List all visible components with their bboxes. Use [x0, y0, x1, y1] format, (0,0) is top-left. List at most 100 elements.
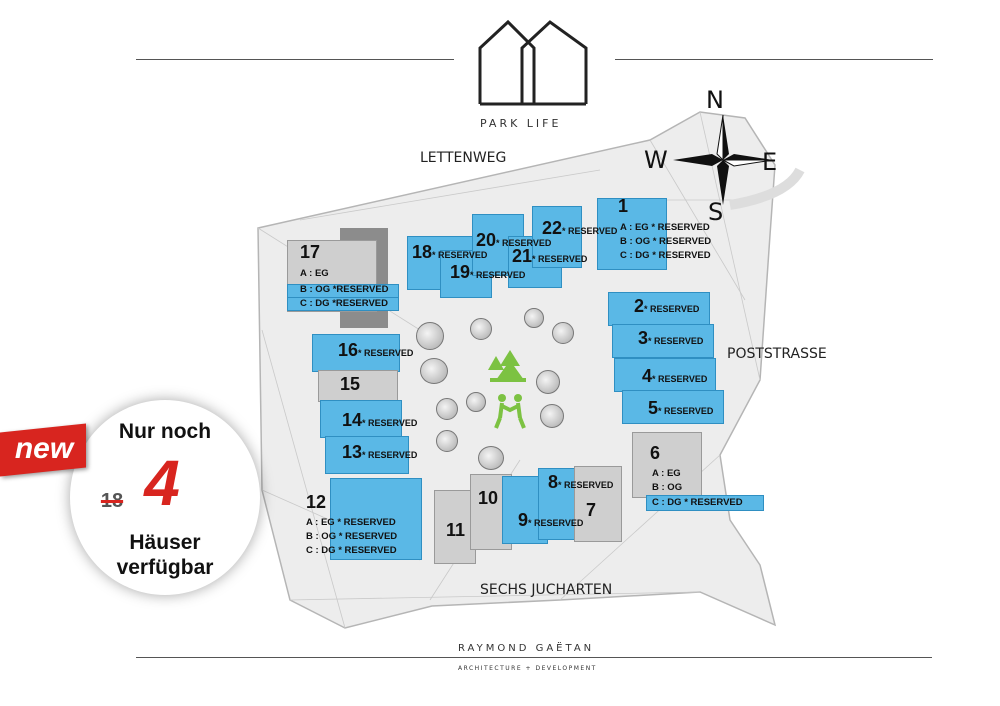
badge-line-2: Häuser	[129, 531, 201, 554]
house-4-status: * RESERVED	[652, 374, 708, 384]
house-18-status: * RESERVED	[432, 250, 488, 260]
compass-north: N	[706, 86, 724, 114]
house-2-number: 2* RESERVED	[634, 296, 699, 317]
house-9-number-text: 9	[518, 510, 529, 530]
house-6-unit-c: C : DG * RESERVED	[652, 497, 743, 508]
house-2-number-text: 2	[634, 296, 645, 316]
tree	[524, 308, 544, 328]
house-3-number-text: 3	[638, 328, 649, 348]
tree	[470, 318, 492, 340]
house-13-number: 13* RESERVED	[342, 442, 417, 463]
header-rule-right	[615, 59, 933, 60]
house-11-block	[434, 490, 476, 564]
house-21-status: * RESERVED	[532, 254, 588, 264]
house-6-unit-a: A : EG	[652, 468, 681, 479]
house-12-block	[330, 478, 422, 560]
house-9-status: * RESERVED	[528, 518, 584, 528]
house-20-number-text: 20	[476, 230, 497, 250]
house-12-unit-c: C : DG * RESERVED	[306, 545, 397, 556]
house-4-number-text: 4	[642, 366, 653, 386]
house-17-unit-c: C : DG *RESERVED	[300, 298, 388, 309]
house-7-number: 7	[586, 500, 597, 520]
tree	[436, 430, 458, 452]
park-playground-icon	[488, 350, 526, 429]
badge-old-count: 18	[100, 490, 124, 512]
house-8-number-text: 8	[548, 472, 559, 492]
house-18-number: 18* RESERVED	[412, 242, 487, 263]
house-3-status: * RESERVED	[648, 336, 704, 346]
tree	[466, 392, 486, 412]
tree	[416, 322, 444, 350]
house-19-status: * RESERVED	[470, 270, 526, 280]
house-17-unit-c	[287, 297, 399, 311]
tree	[552, 322, 574, 344]
house-19-number-text: 19	[450, 262, 471, 282]
house-4-number: 4* RESERVED	[642, 366, 707, 387]
house-logo-icon	[478, 19, 588, 106]
house-14-number-text: 14	[342, 410, 363, 430]
availability-badge	[70, 400, 260, 595]
developer-name: RAYMOND GAËTAN	[458, 643, 595, 654]
house-12-unit-a: A : EG * RESERVED	[306, 517, 396, 528]
house-6-unit-b: B : OG	[652, 482, 683, 493]
house-9-number: 9* RESERVED	[518, 510, 583, 531]
house-7-block	[574, 466, 622, 542]
house-4-block	[614, 358, 716, 392]
house-17-unit-b: B : OG *RESERVED	[300, 284, 389, 295]
house-21-number: 21* RESERVED	[512, 246, 587, 267]
house-5-number-text: 5	[648, 398, 659, 418]
house-16-number-text: 16	[338, 340, 359, 360]
house-13-number-text: 13	[342, 442, 363, 462]
house-3-block	[612, 324, 714, 358]
developer-tagline: ARCHITECTURE + DEVELOPMENT	[458, 665, 597, 672]
street-east: POSTSTRASSE	[727, 346, 827, 362]
house-12-unit-b: B : OG * RESERVED	[306, 531, 398, 542]
house-13-status: * RESERVED	[362, 450, 418, 460]
house-2-status: * RESERVED	[644, 304, 700, 314]
house-22-block	[532, 206, 582, 268]
house-15-number: 15	[340, 374, 361, 394]
tree	[540, 404, 564, 428]
house-6-block	[632, 432, 702, 498]
house-22-status: * RESERVED	[562, 226, 618, 236]
house-13-block	[325, 436, 409, 474]
compass-west: W	[644, 146, 668, 174]
house-17-unit-a: A : EG	[300, 268, 329, 279]
house-8-number: 8* RESERVED	[548, 472, 613, 493]
badge-line-3: verfügbar	[116, 556, 214, 579]
house-5-status: * RESERVED	[658, 406, 714, 416]
street-north: LETTENWEG	[420, 150, 507, 166]
house-1-unit-a: A : EG * RESERVED	[620, 222, 710, 233]
compass-south: S	[708, 198, 724, 226]
street-south: SECHS JUCHARTEN	[480, 582, 613, 598]
badge-count: 4	[144, 447, 180, 519]
house-2-block	[608, 292, 710, 326]
house-8-status: * RESERVED	[558, 480, 614, 490]
compass-rose-icon	[673, 114, 774, 205]
header-rule-left	[136, 59, 454, 60]
house-5-number: 5* RESERVED	[648, 398, 713, 419]
compass-east: E	[762, 148, 778, 176]
house-20-status: * RESERVED	[496, 238, 552, 248]
house-3-number: 3* RESERVED	[638, 328, 703, 349]
house-20-number: 20* RESERVED	[476, 230, 551, 251]
tree	[478, 446, 504, 470]
house-1-unit-c: C : DG * RESERVED	[620, 250, 711, 261]
new-tag-label: new	[14, 432, 74, 465]
house-22-number-text: 22	[542, 218, 563, 238]
tree	[436, 398, 458, 420]
house-19-number: 19* RESERVED	[450, 262, 525, 283]
tree	[536, 370, 560, 394]
house-11-number: 11	[446, 520, 466, 540]
house-5-block	[622, 390, 724, 424]
house-14-number: 14* RESERVED	[342, 410, 417, 431]
house-6-unit-c	[646, 495, 764, 511]
house-6-number: 6	[650, 443, 661, 463]
brand-name: PARK LIFE	[480, 117, 562, 130]
house-22-number: 22* RESERVED	[542, 218, 617, 239]
house-16-number: 16* RESERVED	[338, 340, 413, 361]
house-10-number: 10	[478, 488, 499, 508]
house-1-unit-b: B : OG * RESERVED	[620, 236, 712, 247]
house-16-status: * RESERVED	[358, 348, 414, 358]
badge-line-1: Nur noch	[118, 420, 212, 443]
